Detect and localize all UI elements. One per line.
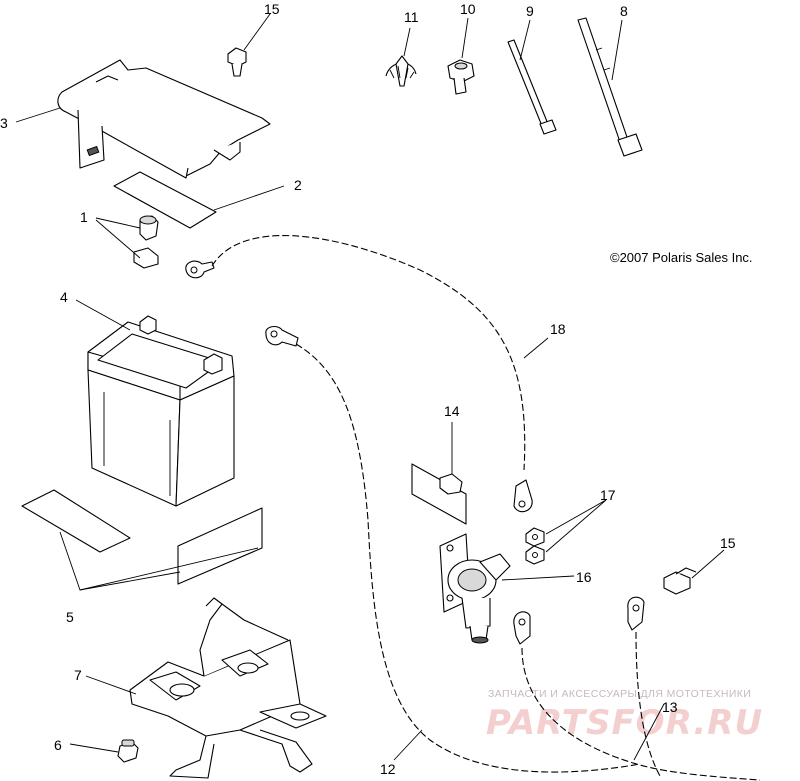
- callout-12: 12: [380, 761, 396, 777]
- battery-cable-12: [295, 343, 641, 773]
- cable-terminal-ring-a: [185, 260, 215, 279]
- cable-terminal-ring-e: [627, 596, 645, 631]
- callout-4: 4: [60, 289, 68, 305]
- push-rivet-part-top: [227, 47, 247, 77]
- bracket-fastener-part: [117, 739, 139, 763]
- callout-13: 13: [662, 699, 678, 715]
- battery-cable-18: [211, 235, 526, 471]
- callout-3: 3: [0, 115, 8, 131]
- callout-1: 1: [80, 209, 88, 225]
- callout-11: 11: [404, 9, 419, 25]
- wire-clip-part: [385, 55, 417, 87]
- callout-7: 7: [74, 667, 82, 683]
- long-bolt-part-8: [577, 17, 643, 157]
- bolt-and-nut-part: [133, 215, 159, 269]
- long-bolt-part-9: [507, 39, 557, 135]
- callout-5: 5: [66, 609, 74, 625]
- callout-9: 9: [526, 3, 534, 19]
- battery-pads-part: [21, 489, 263, 585]
- battery-cable-13-branch: [635, 631, 661, 777]
- battery-part: [87, 315, 235, 507]
- callout-14: 14: [444, 403, 460, 419]
- battery-cover-part: [57, 59, 271, 179]
- connector-part: [447, 59, 475, 95]
- cable-terminal-ring-d: [513, 611, 531, 645]
- callout-15-right: 15: [720, 535, 736, 551]
- cable-terminal-ring-b: [265, 325, 299, 347]
- callout-numbers: 3 15 11 10 9 8 2 1 4 18 14 17 15 16 5 7 …: [0, 1, 736, 777]
- callout-17: 17: [600, 487, 616, 503]
- battery-cable-13: [521, 647, 761, 781]
- watermark-brand: PARTSFOR.RU: [486, 703, 763, 743]
- callout-10: 10: [460, 1, 476, 17]
- leader-lines: [15, 13, 725, 761]
- callout-6: 6: [54, 737, 62, 753]
- callout-2: 2: [294, 177, 302, 193]
- terminal-nuts-part: [525, 527, 545, 565]
- callout-16: 16: [576, 569, 592, 585]
- solenoid-bolt-part: [411, 463, 467, 525]
- callout-18: 18: [550, 321, 566, 337]
- callout-8: 8: [620, 3, 628, 19]
- push-rivet-part-right: [663, 567, 697, 595]
- watermark-tagline: ЗАПЧАСТИ И АКСЕССУАРЫ ДЛЯ МОТОТЕХНИКИ: [488, 688, 751, 700]
- cover-pad-part: [113, 171, 217, 229]
- battery-bracket-part: [129, 597, 327, 779]
- cable-terminal-ring-c: [513, 479, 533, 513]
- callout-15-top: 15: [264, 1, 280, 17]
- watermark: PARTSFOR.RU ЗАПЧАСТИ И АКСЕССУАРЫ ДЛЯ МО…: [486, 688, 763, 743]
- starter-solenoid-part: [439, 533, 511, 644]
- copyright-text: ©2007 Polaris Sales Inc.: [610, 250, 753, 265]
